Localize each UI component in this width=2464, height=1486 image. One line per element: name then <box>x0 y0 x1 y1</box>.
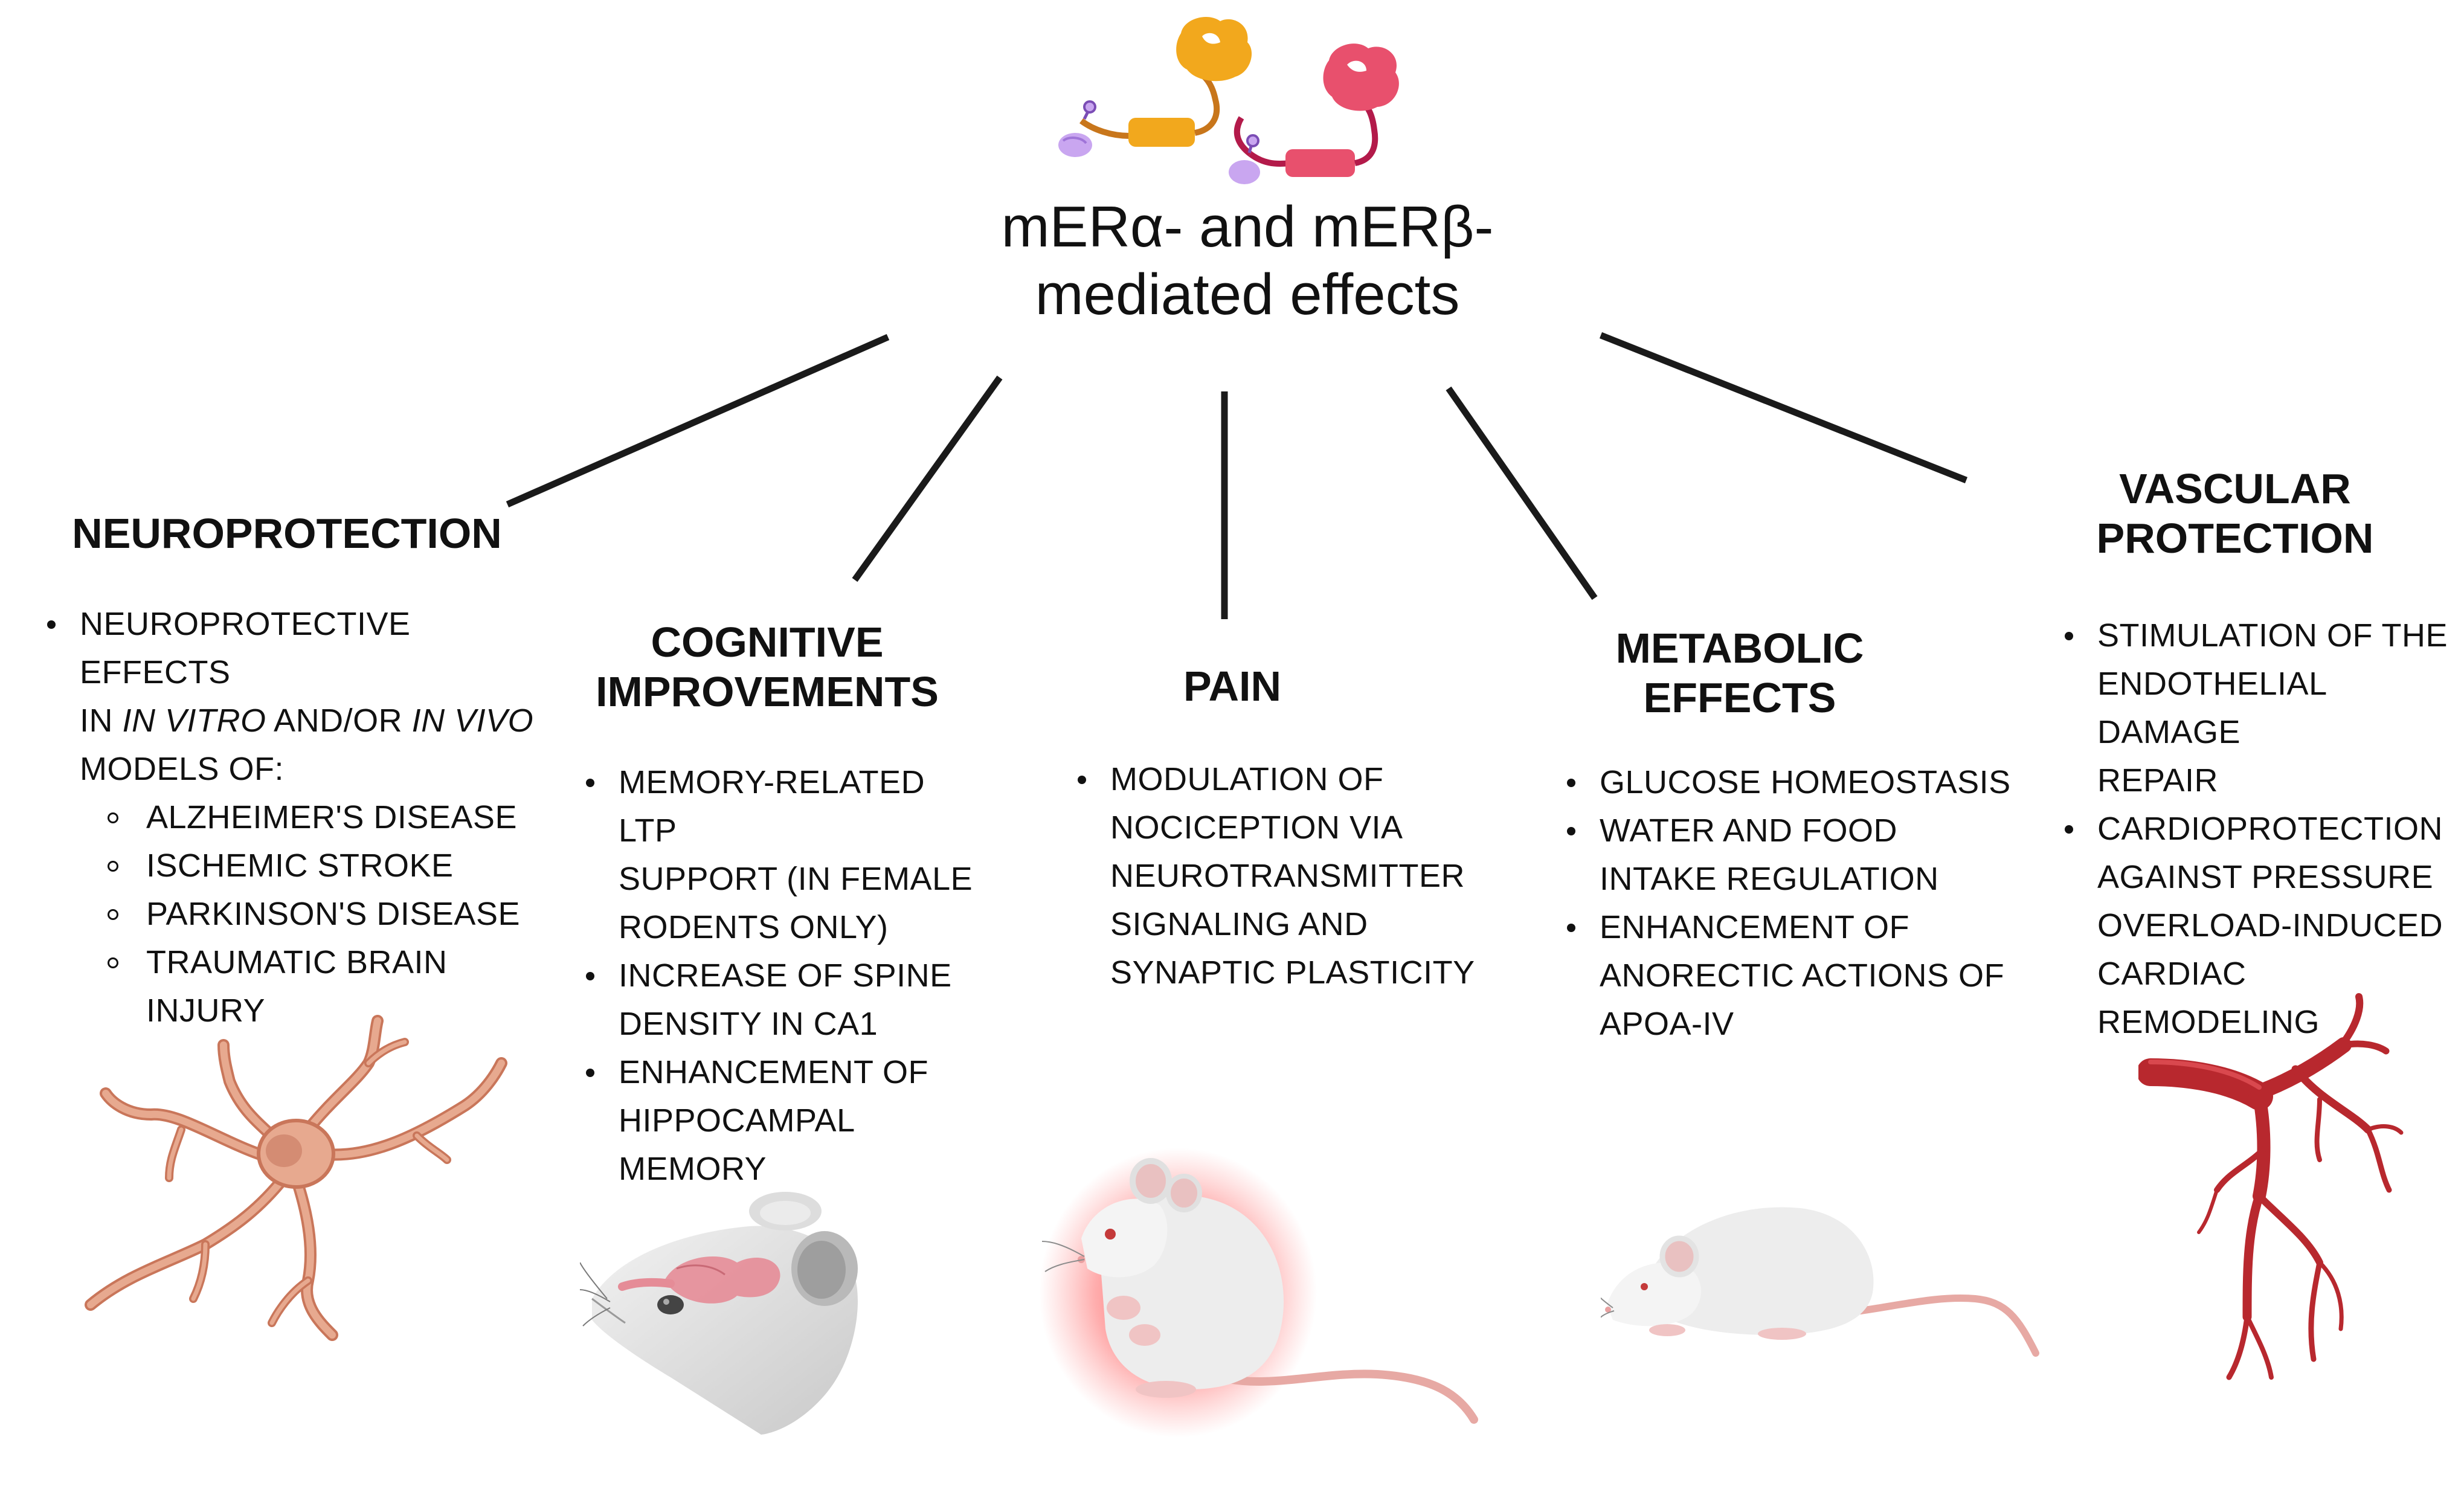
cognitive-item3-line1: ENHANCEMENT OF <box>619 1054 929 1090</box>
neuroprotection-intro-line3: MODELS OF: <box>80 751 285 787</box>
metabolic-list: GLUCOSE HOMEOSTASIS WATER AND FOOD INTAK… <box>1562 758 2021 1048</box>
vascular-item2-line1: CARDIOPROTECTION <box>2097 811 2443 847</box>
cognitive-item3-line3: MEMORY <box>619 1151 767 1187</box>
central-title: mERα- and mERβ- mediated effects <box>930 193 1565 329</box>
mouse-metabolic-icon <box>1601 1207 2039 1357</box>
metabolic-item3-line1: ENHANCEMENT OF <box>1600 909 1910 945</box>
pain-item1-line1: MODULATION OF <box>1110 761 1384 797</box>
metabolic-item: GLUCOSE HOMEOSTASIS <box>1562 758 2021 806</box>
vascular-heading-line2: PROTECTION <box>2096 515 2374 562</box>
vascular-item: CARDIOPROTECTION AGAINST PRESSURE OVERLO… <box>2060 805 2462 1046</box>
neuroprotection-sublist: ALZHEIMER'S DISEASE ISCHEMIC STROKE PARK… <box>80 793 538 1035</box>
vascular-heading: VASCULAR PROTECTION <box>2054 464 2416 563</box>
vascular-item1-line3: REPAIR <box>2097 762 2219 799</box>
metabolic-heading-line2: EFFECTS <box>1643 674 1836 721</box>
central-title-line1: mERα- and mERβ- <box>1001 195 1494 259</box>
pain-list: MODULATION OF NOCICEPTION VIA NEUROTRANS… <box>1073 755 1508 997</box>
cognitive-item3-line2: HIPPOCAMPAL <box>619 1102 855 1139</box>
cognitive-item: MEMORY-RELATED LTP SUPPORT (IN FEMALE RO… <box>581 758 992 951</box>
sublist-item: ALZHEIMER'S DISEASE <box>80 793 538 841</box>
neuroprotection-intro-line2: IN IN VITRO AND/OR IN VIVO <box>80 696 538 745</box>
neuroprotection-heading: NEUROPROTECTION <box>54 509 519 558</box>
central-title-line2: mediated effects <box>1035 262 1460 327</box>
vascular-item2-line3: OVERLOAD-INDUCED <box>2097 907 2443 944</box>
intro-andor: AND/OR <box>266 703 412 739</box>
metabolic-item: ENHANCEMENT OF ANORECTIC ACTIONS OF APOA… <box>1562 903 2021 1048</box>
sublist-item: TRAUMATIC BRAIN INJURY <box>80 938 538 1035</box>
sublist-item: ISCHEMIC STROKE <box>80 841 538 890</box>
metabolic-item: WATER AND FOOD INTAKE REGULATION <box>1562 806 2021 903</box>
neuroprotection-list: NEUROPROTECTIVE EFFECTS IN IN VITRO AND/… <box>42 600 538 1035</box>
metabolic-item2-line1: WATER AND FOOD <box>1600 812 1897 849</box>
connector-neuroprotection <box>506 333 890 508</box>
cognitive-item1-line2: SUPPORT (IN FEMALE <box>619 861 973 897</box>
cognitive-item: INCREASE OF SPINE DENSITY IN CA1 <box>581 951 992 1048</box>
cognitive-heading: COGNITIVE IMPROVEMENTS <box>580 617 954 716</box>
pain-item: MODULATION OF NOCICEPTION VIA NEUROTRANS… <box>1073 755 1508 997</box>
pain-item1-line2: NOCICEPTION VIA <box>1110 809 1403 846</box>
connector-metabolic <box>1446 386 1598 600</box>
metabolic-heading: METABOLIC EFFECTS <box>1558 623 1921 722</box>
metabolic-item2-line2: INTAKE REGULATION <box>1600 861 1939 897</box>
metabolic-item1: GLUCOSE HOMEOSTASIS <box>1600 764 2011 800</box>
vascular-item1-line1: STIMULATION OF THE <box>2097 617 2448 654</box>
pain-item1-line5: SYNAPTIC PLASTICITY <box>1110 954 1475 991</box>
pain-heading-text: PAIN <box>1183 663 1282 710</box>
vascular-heading-line1: VASCULAR <box>2119 465 2351 512</box>
cognitive-list: MEMORY-RELATED LTP SUPPORT (IN FEMALE RO… <box>581 758 992 1193</box>
neuron-icon <box>85 1015 507 1341</box>
metabolic-item3-line2: ANORECTIC ACTIONS OF <box>1600 957 2005 994</box>
connector-cognitive <box>852 375 1003 582</box>
cognitive-item: ENHANCEMENT OF HIPPOCAMPAL MEMORY <box>581 1048 992 1193</box>
metabolic-heading-line1: METABOLIC <box>1615 625 1864 672</box>
cognitive-item2-line2: DENSITY IN CA1 <box>619 1006 878 1042</box>
pain-heading: PAIN <box>1111 661 1353 711</box>
intro-in-vivo: IN VIVO <box>411 703 534 739</box>
receptor-alpha-icon <box>1058 16 1252 157</box>
intro-in-vitro: IN VITRO <box>122 703 266 739</box>
vascular-item2-line2: AGAINST PRESSURE <box>2097 859 2434 895</box>
cognitive-heading-line2: IMPROVEMENTS <box>596 668 939 715</box>
receptor-beta-icon <box>1229 43 1399 184</box>
sublist-item: PARKINSON'S DISEASE <box>80 890 538 938</box>
cognitive-heading-line1: COGNITIVE <box>651 619 884 666</box>
vascular-item1-line2: ENDOTHELIAL DAMAGE <box>2097 666 2326 750</box>
cognitive-item1-line3: RODENTS ONLY) <box>619 909 889 945</box>
vascular-list: STIMULATION OF THE ENDOTHELIAL DAMAGE RE… <box>2060 611 2462 1046</box>
cognitive-item2-line1: INCREASE OF SPINE <box>619 957 952 994</box>
mouse-pain-icon <box>1039 1148 1478 1438</box>
neuroprotection-item: NEUROPROTECTIVE EFFECTS IN IN VITRO AND/… <box>42 600 538 1035</box>
vascular-item2-line4: CARDIAC REMODELING <box>2097 956 2320 1040</box>
neuroprotection-intro-line1: NEUROPROTECTIVE EFFECTS <box>80 606 411 690</box>
mouse-brain-icon <box>580 1192 858 1435</box>
neuroprotection-heading-text: NEUROPROTECTION <box>72 510 502 557</box>
receptor-illustration <box>1058 16 1399 184</box>
blood-vessel-icon <box>2138 993 2404 1380</box>
pain-item1-line4: SIGNALING AND <box>1110 906 1368 942</box>
metabolic-item3-line3: APOA-IV <box>1600 1006 1734 1042</box>
sublist-item-line1: TRAUMATIC BRAIN <box>146 944 448 980</box>
vascular-item: STIMULATION OF THE ENDOTHELIAL DAMAGE RE… <box>2060 611 2462 805</box>
pain-item1-line3: NEUROTRANSMITTER <box>1110 858 1465 894</box>
intro-in: IN <box>80 703 123 739</box>
cognitive-item1-line1: MEMORY-RELATED LTP <box>619 764 925 849</box>
sublist-item-line2: INJURY <box>146 992 266 1029</box>
connector-vascular <box>1599 332 1968 484</box>
